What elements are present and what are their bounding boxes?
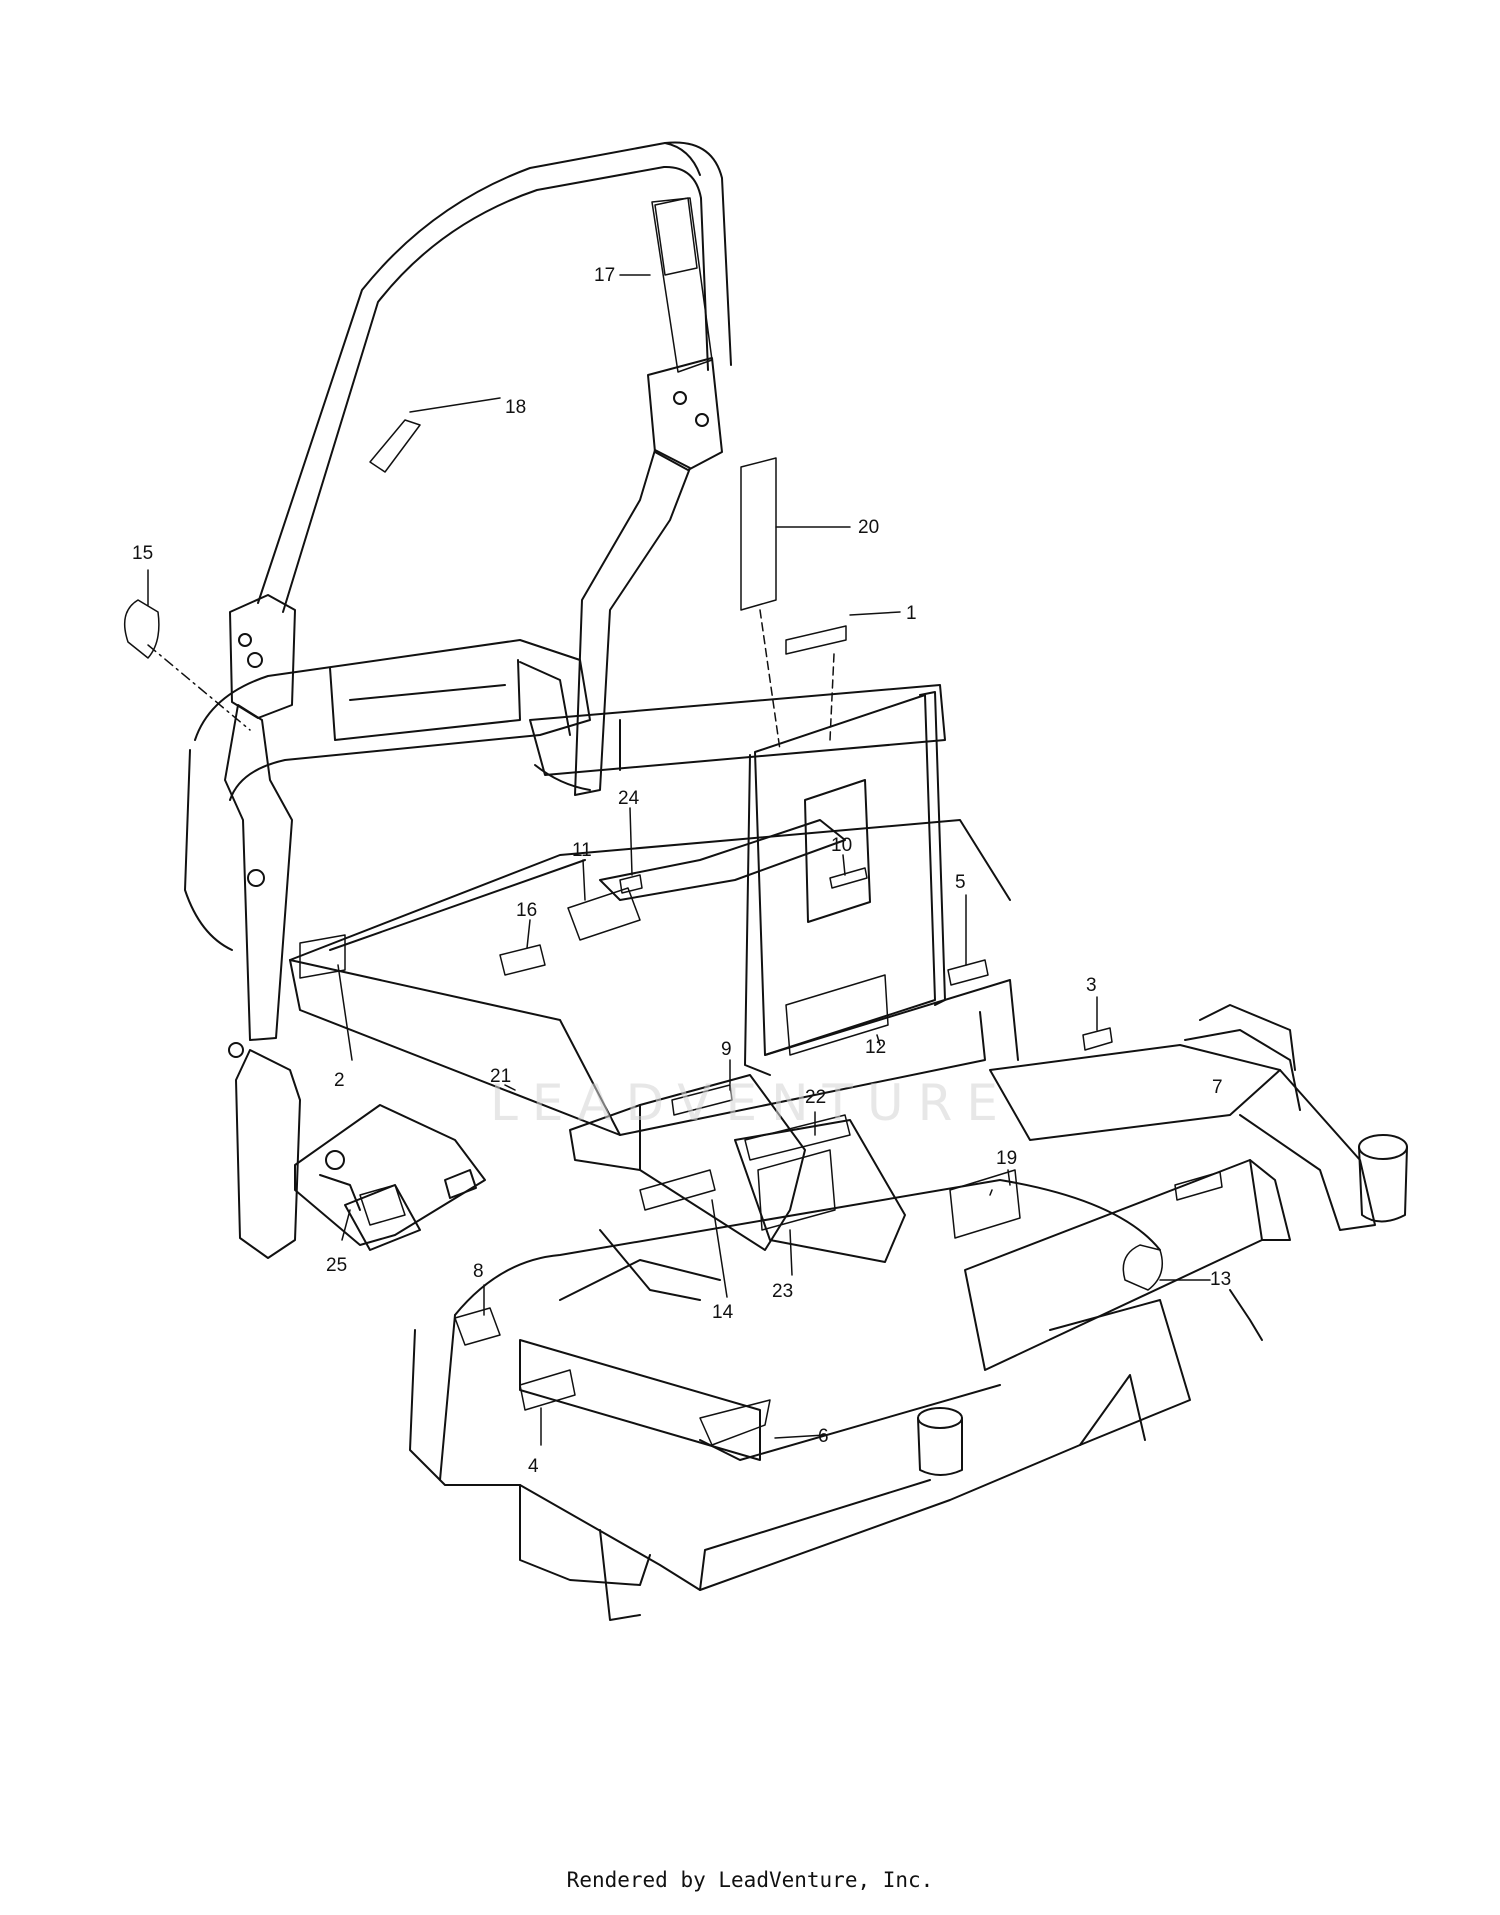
callout-9: 9 — [721, 1039, 732, 1060]
callout-18: 18 — [505, 397, 526, 418]
callout-1: 1 — [906, 603, 917, 624]
callout-8: 8 — [473, 1261, 484, 1282]
callout-11: 11 — [572, 840, 592, 861]
switch-panel — [294, 1104, 486, 1251]
callout-14: 14 — [712, 1302, 734, 1323]
callout-19: 19 — [996, 1148, 1017, 1169]
callouts: 1 20 17 18 15 24 11 16 10 5 3 12 9 2 21 … — [132, 265, 1231, 1477]
callout-16: 16 — [516, 900, 537, 921]
callout-5: 5 — [955, 872, 966, 893]
callout-24: 24 — [618, 788, 640, 809]
callout-23: 23 — [772, 1281, 793, 1302]
callout-3: 3 — [1086, 975, 1097, 996]
callout-6: 6 — [818, 1426, 829, 1447]
mower-deck — [409, 1179, 1191, 1621]
front-caster-arm — [989, 1004, 1408, 1231]
callout-20: 20 — [858, 517, 879, 538]
watermark: LEADVENTURE — [490, 1074, 1012, 1132]
leader-lines — [147, 274, 1211, 1446]
seat-back-plate — [744, 691, 1019, 1076]
callout-21: 21 — [490, 1066, 511, 1087]
callout-22: 22 — [805, 1087, 826, 1108]
callout-13: 13 — [1210, 1269, 1231, 1290]
footer-credit: Rendered by LeadVenture, Inc. — [566, 1868, 934, 1892]
callout-25: 25 — [326, 1255, 347, 1276]
callout-15: 15 — [132, 543, 153, 564]
right-side-panel — [964, 1029, 1301, 1371]
callout-2: 2 — [334, 1070, 345, 1091]
callout-17: 17 — [594, 265, 615, 286]
callout-4: 4 — [528, 1456, 539, 1477]
control-console — [569, 1074, 906, 1301]
callout-12: 12 — [865, 1037, 886, 1058]
main-frame — [289, 684, 1011, 1136]
roll-bar — [224, 141, 732, 1259]
callout-7: 7 — [1212, 1077, 1223, 1098]
decals — [123, 197, 1223, 1446]
callout-10: 10 — [831, 835, 852, 856]
